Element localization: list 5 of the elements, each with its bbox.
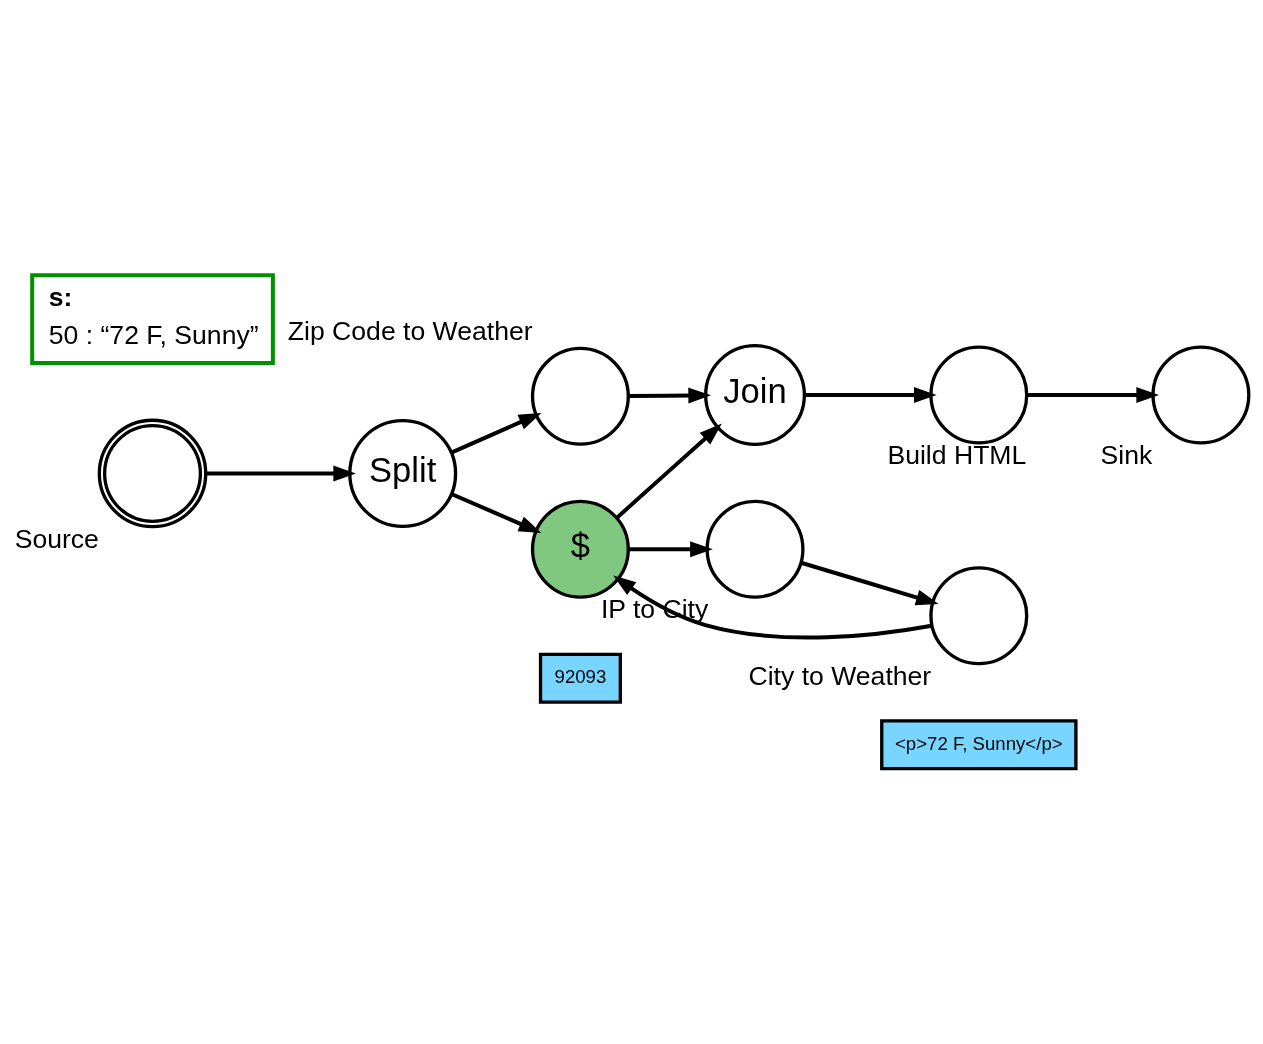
- node-label: Build HTML: [887, 440, 1027, 471]
- node-label: Source: [14, 523, 99, 554]
- node-label: City to Weather: [748, 660, 932, 691]
- node-label: Zip Code to Weather: [287, 316, 533, 347]
- node-label: Sink: [1100, 440, 1153, 471]
